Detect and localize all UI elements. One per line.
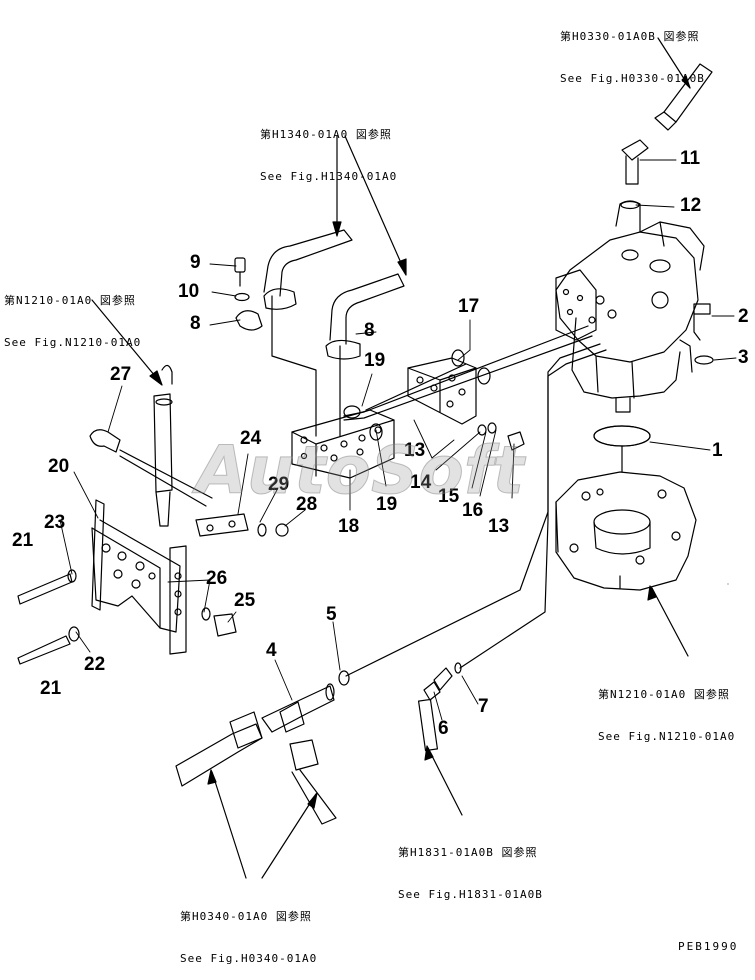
ref-n1210-right-ja: 第N1210-01A0 図参照 (598, 688, 730, 701)
part-number: 9 (190, 252, 201, 273)
part-number: 21 (40, 678, 62, 699)
part-number: 7 (478, 696, 489, 717)
lower-housing (555, 425, 697, 591)
watermark: AutoSoft (195, 432, 525, 510)
reference-arrows (91, 37, 691, 879)
part-number: 12 (680, 195, 702, 216)
small-fittings (234, 200, 714, 752)
part-number: 19 (376, 494, 398, 515)
ref-h1831-ja: 第H1831-01A0B 図参照 (398, 846, 538, 859)
ref-n1210-left: 第N1210-01A0 図参照 See Fig.N1210-01A0 (4, 266, 141, 364)
tee-fitting (175, 683, 337, 825)
motor-housing (555, 200, 705, 413)
part-number: 6 (438, 718, 449, 739)
part-number: 1 (712, 440, 723, 461)
part-number: 25 (234, 590, 256, 611)
part-number: 18 (338, 516, 360, 537)
part-number: 24 (240, 428, 262, 449)
ref-n1210-right: 第N1210-01A0 図参照 See Fig.N1210-01A0 (598, 660, 735, 758)
part-number: 26 (206, 568, 228, 589)
part-number: 21 (12, 530, 34, 551)
parts-diagram (17, 37, 737, 879)
part-number: 14 (410, 472, 432, 493)
ref-h1340: 第H1340-01A0 図参照 See Fig.H1340-01A0 (260, 100, 397, 198)
ref-h1831: 第H1831-01A0B 図参照 See Fig.H1831-01A0B (398, 818, 543, 916)
part-number: 20 (48, 456, 70, 477)
part-number: 3 (738, 347, 749, 368)
part-number: 17 (458, 296, 480, 317)
part-number: 4 (266, 640, 277, 661)
part-number: 23 (44, 512, 66, 533)
part-number: 11 (680, 148, 701, 169)
part-number: 8 (364, 320, 375, 341)
ref-h0330-ja: 第H0330-01A0B 図参照 (560, 30, 700, 43)
ref-h1340-ja: 第H1340-01A0 図参照 (260, 128, 392, 141)
part-number: 10 (178, 281, 200, 302)
ref-h0330: 第H0330-01A0B 図参照 See Fig.H0330-01A0B (560, 2, 705, 100)
part-number: 8 (190, 313, 201, 334)
part-number: 2 (738, 306, 749, 327)
bracket-assembly (17, 499, 289, 665)
ref-n1210-right-en: See Fig.N1210-01A0 (598, 730, 736, 743)
ref-n1210-left-ja: 第N1210-01A0 図参照 (4, 294, 136, 307)
ref-h1340-en: See Fig.H1340-01A0 (260, 170, 398, 183)
cylinder (89, 364, 173, 527)
part-number: 13 (488, 516, 510, 537)
part-number: 22 (84, 654, 106, 675)
part-number: 16 (462, 500, 484, 521)
ref-h1831-en: See Fig.H1831-01A0B (398, 888, 543, 901)
valve-blocks (291, 349, 491, 479)
part-number: 5 (326, 604, 337, 625)
ref-h0330-en: See Fig.H0330-01A0B (560, 72, 705, 85)
ref-h0340-ja: 第H0340-01A0 図参照 (180, 910, 312, 923)
drawing-code: PEB1990 (678, 940, 739, 953)
ref-n1210-left-en: See Fig.N1210-01A0 (4, 336, 142, 349)
ref-h0340: 第H0340-01A0 図参照 See Fig.H0340-01A0 (180, 882, 317, 980)
part-number: 29 (268, 474, 290, 495)
part-number: 15 (438, 486, 460, 507)
ref-h0340-en: See Fig.H0340-01A0 (180, 952, 318, 965)
part-number: 28 (296, 494, 318, 515)
part-number: 27 (110, 364, 132, 385)
part-number: 19 (364, 350, 386, 371)
part-number: 13 (404, 440, 426, 461)
leader-lines (59, 159, 737, 721)
